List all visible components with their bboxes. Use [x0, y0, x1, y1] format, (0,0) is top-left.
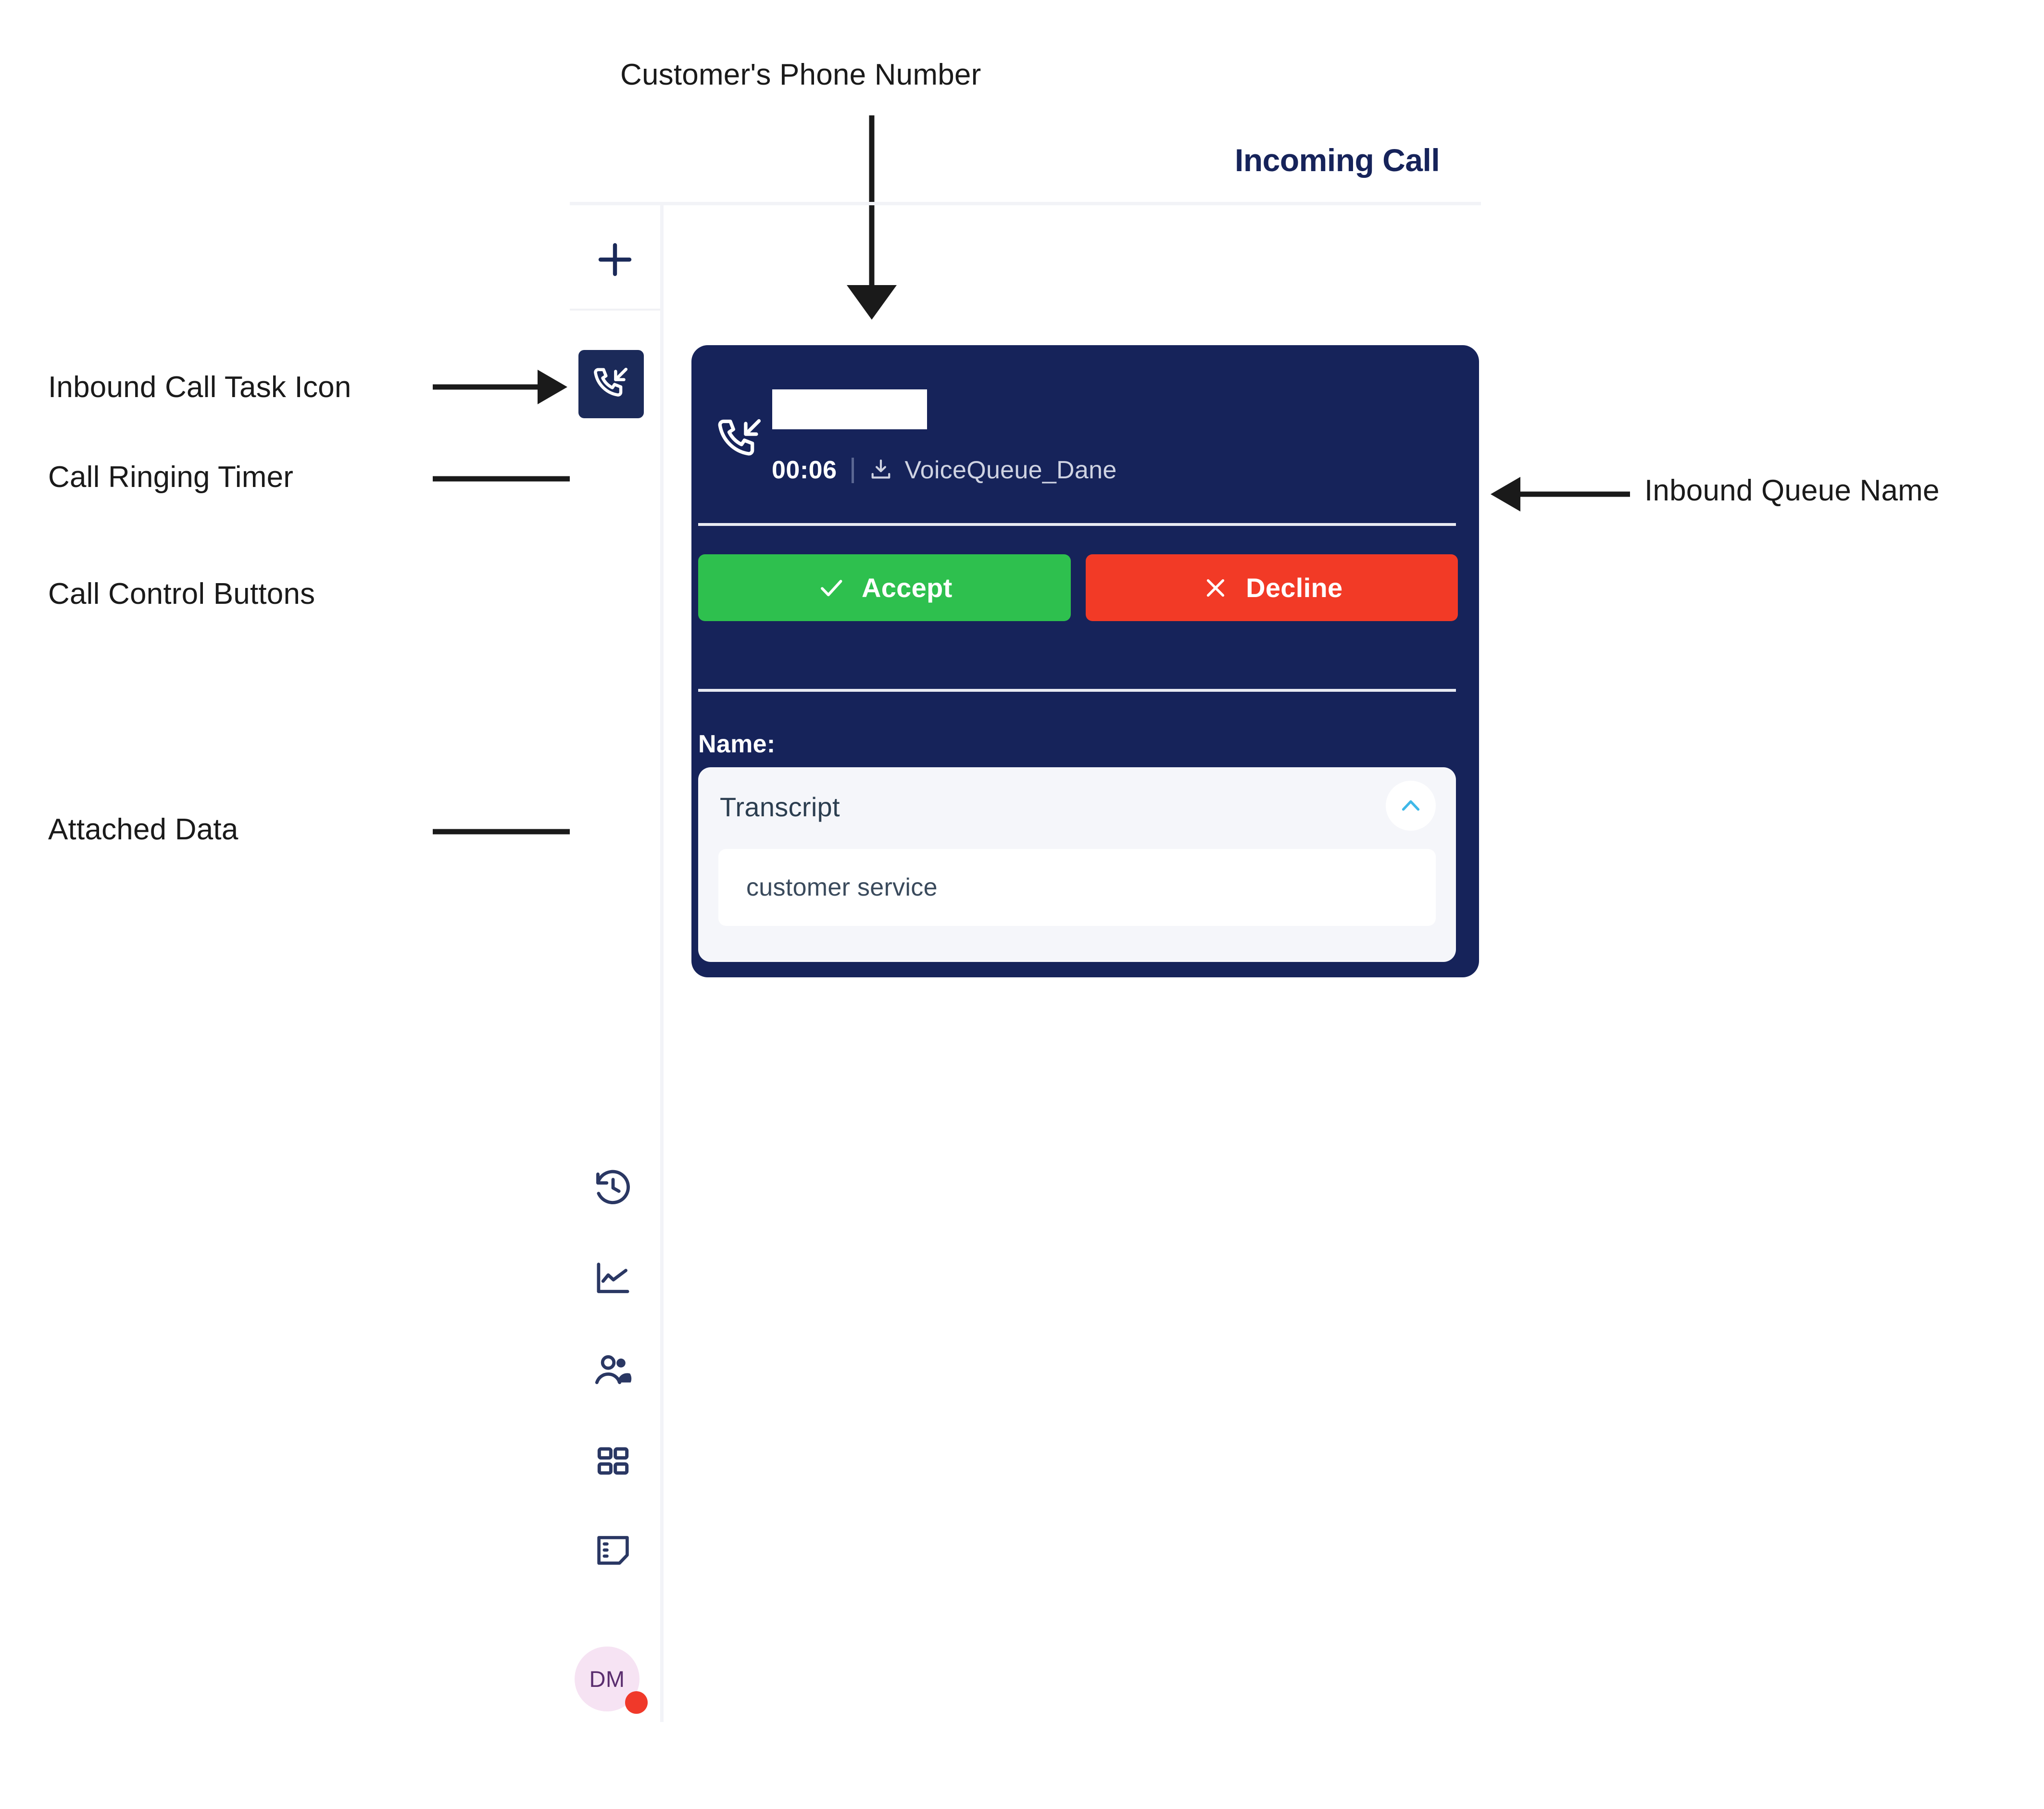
queue-inbound-icon-svg — [871, 459, 890, 479]
call-direction-icon-wrap — [714, 413, 766, 466]
call-card-header: +64 00:06 VoiceQueue_Dane — [691, 345, 1479, 525]
collapse-transcript-button[interactable] — [1386, 781, 1436, 831]
avatar[interactable]: DM — [575, 1647, 640, 1711]
attached-data-panel: Transcript customer service — [698, 767, 1456, 962]
incoming-call-card: +64 00:06 VoiceQueue_Dane — [691, 345, 1479, 977]
meta-separator — [851, 457, 854, 483]
sidebar-item-analytics[interactable] — [579, 1245, 647, 1312]
panel-top-border — [570, 202, 1481, 205]
sidebar-item-notes[interactable] — [579, 1517, 647, 1584]
decline-button-label: Decline — [1246, 573, 1343, 603]
annotation-inbound-call-task-icon: Inbound Call Task Icon — [48, 371, 351, 404]
notes-icon — [597, 1536, 629, 1565]
avatar-initials: DM — [589, 1666, 625, 1692]
sidebar-item-history[interactable] — [579, 1154, 647, 1221]
inbound-queue-name: VoiceQueue_Dane — [904, 456, 1117, 484]
call-ringing-timer: 00:06 — [772, 456, 837, 484]
chevron-up-icon — [1402, 800, 1420, 811]
attached-data-value-box: customer service — [718, 849, 1436, 926]
close-icon — [1201, 573, 1230, 603]
decline-button[interactable]: Decline — [1085, 554, 1458, 621]
arrow-shaft — [433, 384, 543, 390]
inbound-call-icon — [594, 367, 628, 397]
sidebar-item-apps[interactable] — [579, 1428, 647, 1495]
name-field-label: Name: — [698, 730, 776, 758]
arrow-head — [538, 370, 567, 404]
analytics-icon — [597, 1262, 629, 1293]
annotation-inbound-queue-name: Inbound Queue Name — [1644, 474, 1940, 507]
arrow-head — [1491, 477, 1520, 512]
accept-button[interactable]: Accept — [698, 554, 1071, 621]
annotation-customers-phone-number: Customer's Phone Number — [620, 58, 981, 91]
attached-data-title: Transcript — [720, 792, 840, 822]
card-divider-top — [698, 523, 1456, 526]
attached-data-value: customer service — [746, 873, 938, 901]
annotation-call-control-buttons: Call Control Buttons — [48, 577, 315, 611]
queue-inbound-icon — [867, 457, 894, 484]
contacts-icon — [595, 1355, 632, 1385]
arrow-shaft — [433, 476, 615, 482]
plus-icon — [598, 243, 632, 276]
apps-grid-icon — [597, 1447, 629, 1475]
sidebar-item-contacts[interactable] — [579, 1336, 647, 1404]
sidebar-divider — [570, 309, 660, 311]
arrow-shaft — [433, 829, 618, 835]
status-badge — [625, 1691, 648, 1714]
check-icon — [816, 573, 846, 603]
call-control-buttons: Accept Decline — [698, 554, 1458, 621]
sidebar-item-inbound-call-task[interactable] — [578, 350, 644, 418]
arrow-shaft — [1515, 491, 1630, 497]
history-icon — [596, 1170, 630, 1204]
page-title: Incoming Call — [1235, 142, 1440, 178]
phone-number-redaction — [772, 389, 927, 429]
sidebar-item-add-task[interactable] — [570, 212, 660, 308]
card-divider-bottom — [698, 689, 1456, 692]
arrow-head — [847, 285, 897, 320]
call-meta-row: 00:06 VoiceQueue_Dane — [772, 452, 1117, 488]
accept-button-label: Accept — [861, 573, 953, 603]
annotation-call-ringing-timer: Call Ringing Timer — [48, 461, 294, 494]
annotation-attached-data: Attached Data — [48, 813, 238, 846]
inbound-call-icon — [718, 419, 761, 456]
